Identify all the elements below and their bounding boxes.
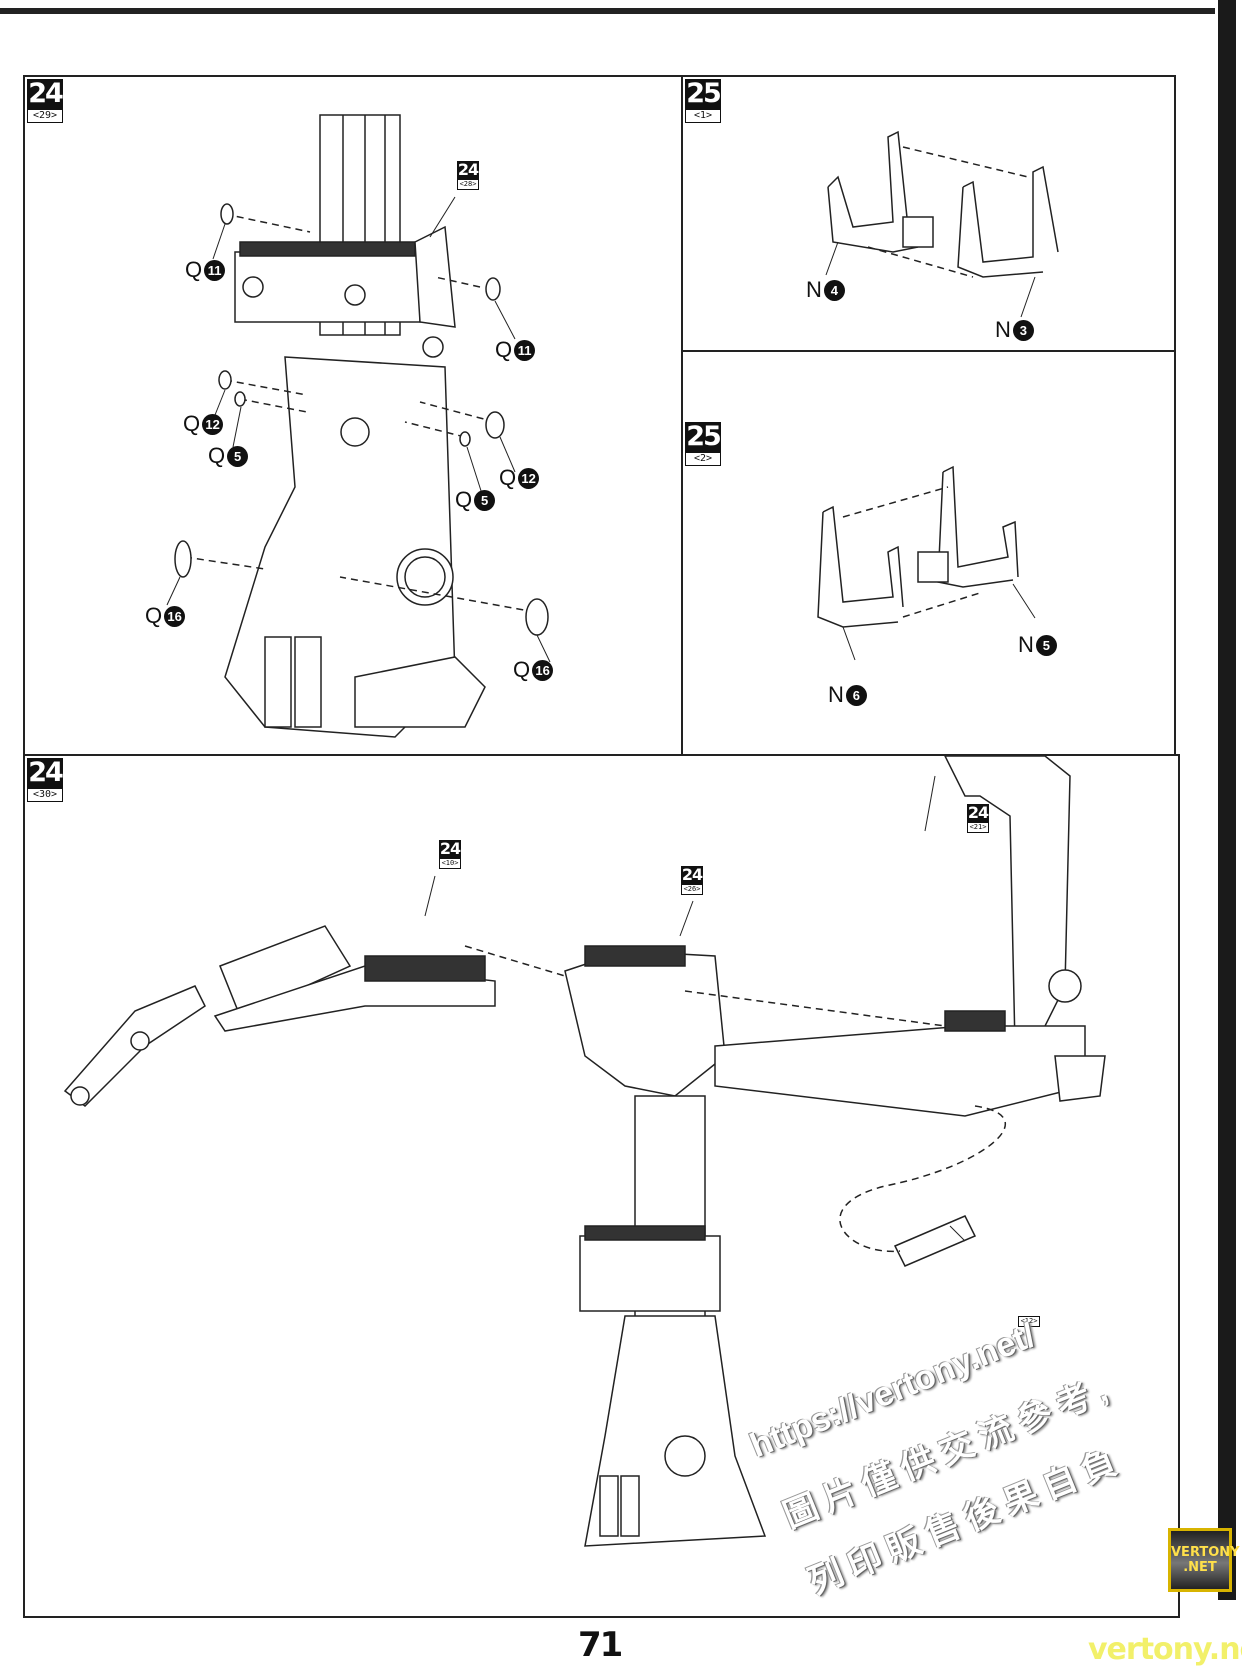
part-number: 16 [532, 659, 554, 681]
step-number: 24 [27, 757, 64, 788]
step-substep: <1> [685, 109, 721, 123]
panel-step-24-30: 24 <30> 24 [23, 754, 1180, 1618]
part-number: 5 [474, 489, 496, 511]
part-letter: Q [208, 443, 226, 468]
step-substep: <30> [27, 788, 63, 802]
scan-edge-right [1218, 0, 1236, 1600]
ref-number: 24 [439, 839, 461, 858]
part-number: 11 [514, 339, 536, 361]
part-letter: Q [499, 465, 517, 490]
ref-substep: <26> [681, 884, 703, 895]
hand-bracket-illustration [817, 465, 1036, 661]
part-letter: Q [185, 257, 203, 282]
reference-badge: 24 <28> [457, 161, 479, 190]
part-letter: Q [513, 657, 531, 682]
step-badge: 25 <2> [685, 421, 722, 466]
part-number: 4 [823, 279, 845, 301]
ref-number: 24 [967, 803, 989, 822]
step-substep: <29> [27, 109, 63, 123]
panel-step-24-29: 24 <29> [23, 75, 683, 756]
full-base-assembly-illustration [63, 755, 1106, 1547]
part-number: 6 [845, 684, 867, 706]
part-letter: Q [183, 411, 201, 436]
step-substep: <2> [685, 452, 721, 466]
part-letter: Q [455, 487, 473, 512]
step-badge: 24 <29> [27, 78, 64, 123]
logo-line1: VERTONY [1171, 1545, 1240, 1560]
part-number: 12 [518, 467, 540, 489]
part-number: 16 [164, 605, 186, 627]
part-letter: N [995, 317, 1011, 342]
reference-badge: 24 <26> [681, 866, 703, 895]
part-letter: N [806, 277, 822, 302]
reference-badge: 24 <10> [439, 840, 461, 869]
part-letter: N [1018, 632, 1034, 657]
step-badge: 24 <30> [27, 757, 64, 802]
page-number: 71 [578, 1625, 623, 1665]
step-number: 25 [685, 421, 722, 452]
part-letter: N [828, 682, 844, 707]
part-number: 5 [1035, 634, 1057, 656]
ref-number: 24 [681, 865, 703, 884]
ref-number: 24 [457, 160, 479, 179]
vertony-logo: VERTONY .NET [1168, 1528, 1240, 1592]
logo-line2: .NET [1183, 1560, 1217, 1575]
ref-substep: <10> [439, 858, 461, 869]
scan-edge-top [0, 8, 1215, 14]
part-number: 12 [202, 413, 224, 435]
step-number: 25 [685, 78, 722, 109]
part-number: 11 [204, 259, 226, 281]
part-letter: Q [145, 603, 163, 628]
site-watermark: vertony.net [1088, 1632, 1242, 1667]
part-number: 3 [1012, 319, 1034, 341]
step-badge: 25 <1> [685, 78, 722, 123]
hand-bracket-illustration [825, 130, 1059, 318]
step-number: 24 [27, 78, 64, 109]
stand-column-illustration [166, 114, 551, 738]
reference-badge: <12> [1018, 1316, 1040, 1327]
part-letter: Q [495, 337, 513, 362]
ref-substep: <12> [1018, 1316, 1040, 1327]
part-number: 5 [227, 445, 249, 467]
ref-substep: <21> [967, 822, 989, 833]
reference-badge: 24 <21> [967, 804, 989, 833]
ref-substep: <28> [457, 179, 479, 190]
